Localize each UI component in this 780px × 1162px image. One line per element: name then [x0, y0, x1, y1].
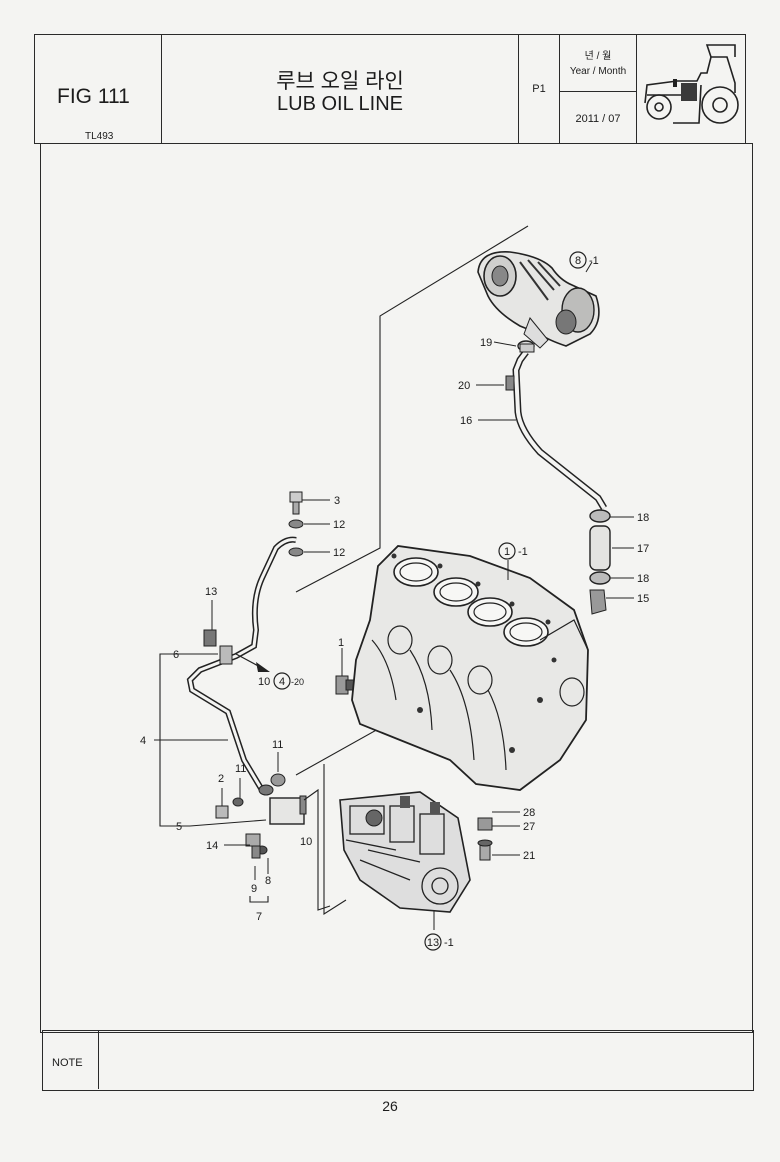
callout-10-lower: 10	[300, 836, 312, 848]
banjo-bolt-and-washers	[288, 491, 304, 557]
turbocharger	[477, 251, 600, 349]
callout-17: 17	[637, 543, 649, 555]
callout-11-lower: 11	[235, 763, 246, 775]
flange-gasket	[505, 340, 535, 391]
callout-20: 20	[458, 380, 470, 392]
callout-13-circled: 13	[427, 937, 439, 949]
callout-9: 9	[251, 883, 257, 895]
date-value: 2011 / 07	[575, 113, 621, 125]
figure-number: FIG 111	[57, 85, 130, 108]
tractor-icon	[644, 44, 739, 124]
leader-turbo-to-fittings	[295, 225, 529, 593]
callout-1: 1	[338, 637, 344, 649]
callout-6: 6	[173, 649, 179, 661]
callout-8-circled: 8	[575, 255, 581, 267]
banjo-fittings	[215, 773, 307, 859]
callout-21: 21	[523, 850, 535, 862]
callout-2: 2	[218, 773, 224, 785]
callout-16: 16	[460, 415, 472, 427]
date-label-english: Year / Month	[569, 66, 627, 77]
circle-callout-1	[498, 542, 516, 560]
callout-11-upper: 11	[272, 739, 283, 751]
callout-13-suffix: -1	[444, 937, 454, 949]
callout-8-lower: 8	[265, 875, 271, 887]
circle-callout-4	[273, 672, 291, 690]
date-label-korean: 년 / 월	[584, 51, 612, 62]
callout-4-suffix: -20	[291, 677, 304, 687]
callout-1-suffix: -1	[518, 546, 528, 558]
callout-3: 3	[334, 495, 340, 507]
oil-pressure-switch	[335, 675, 355, 695]
page-number: 26	[382, 1098, 398, 1114]
callout-4: 4	[140, 735, 146, 747]
bracket-7	[249, 896, 269, 903]
callout-19: 19	[480, 337, 492, 349]
callout-7: 7	[256, 911, 262, 923]
callout-12-bottom: 12	[333, 547, 345, 559]
date-divider	[560, 91, 636, 92]
callout-28: 28	[523, 807, 535, 819]
callout-5: 5	[176, 821, 182, 833]
pipe-clamp-6	[203, 629, 233, 665]
note-frame	[42, 1030, 754, 1091]
callout-18-top: 18	[637, 512, 649, 524]
hose-assembly	[589, 509, 611, 615]
callout-15: 15	[637, 593, 649, 605]
diagram-frame	[40, 143, 753, 1033]
model-code: TL493	[85, 131, 114, 142]
note-divider	[98, 1030, 99, 1089]
callout-12-top: 12	[333, 519, 345, 531]
title-korean: 루브 오일 라인	[276, 70, 404, 93]
page-label: P1	[532, 83, 546, 95]
callout-27: 27	[523, 821, 535, 833]
callout-10-arrow: 10	[258, 676, 270, 688]
title-english: LUB OIL LINE	[277, 93, 403, 115]
callout-13: 13	[205, 586, 217, 598]
cylinder-block	[351, 545, 589, 791]
callout-18-bottom: 18	[637, 573, 649, 585]
callout-4-circled: 4	[279, 676, 285, 688]
callout-1-circled: 1	[504, 546, 510, 558]
tractor-logo-cell	[636, 34, 746, 144]
callout-8-suffix: -1	[589, 255, 599, 267]
callout-14: 14	[206, 840, 218, 852]
circle-callout-8	[569, 251, 587, 269]
circle-callout-13	[424, 933, 442, 951]
drain-plug-parts	[477, 817, 493, 861]
fuel-injection-pump	[339, 791, 471, 913]
note-label: NOTE	[52, 1057, 83, 1069]
